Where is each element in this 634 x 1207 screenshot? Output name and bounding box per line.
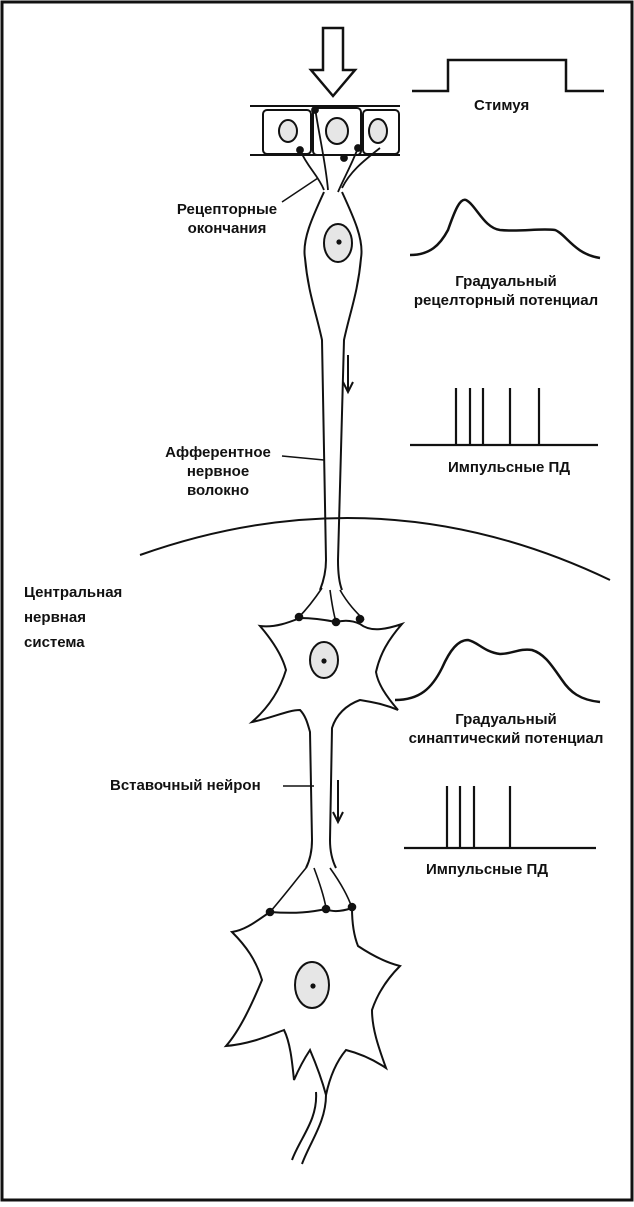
graded-receptor-line2: рецелторный потенциал — [390, 291, 622, 310]
graded-receptor-label: Градуальный рецелторный потенциал — [390, 272, 622, 310]
downward-arrow-icon-2 — [333, 780, 343, 822]
receptor-endings-line1: Рецепторные — [168, 200, 286, 219]
graded-synaptic-line2: синаптический потенциал — [386, 729, 626, 748]
receptor-cell-layer — [250, 106, 400, 155]
cns-boundary — [140, 518, 610, 580]
graded-receptor-line1: Градуальный — [390, 272, 622, 291]
cns-line2: нервная — [24, 605, 122, 630]
stimulus-arrow-icon — [311, 28, 355, 96]
afferent-neuron — [304, 192, 361, 590]
impulse-train-2 — [404, 786, 596, 848]
afferent-fiber-line3: волокно — [154, 481, 282, 500]
synapse-2 — [267, 868, 356, 916]
cns-line1: Центральная — [24, 580, 122, 605]
afferent-fiber-line2: нервное — [154, 462, 282, 481]
graded-synaptic-line1: Градуальный — [386, 710, 626, 729]
cns-label: Центральная нервная система — [24, 580, 122, 655]
graded-synaptic-waveform — [395, 640, 600, 702]
leader-lines — [282, 178, 324, 786]
afferent-fiber-line1: Афферентное — [154, 443, 282, 462]
interneuron — [252, 618, 402, 868]
stimulus-waveform — [412, 60, 604, 91]
output-neuron — [226, 908, 400, 1164]
receptor-endings-label: Рецепторные окончания — [168, 200, 286, 238]
cns-line3: система — [24, 630, 122, 655]
afferent-fiber-label: Афферентное нервное волокно — [154, 443, 282, 500]
impulses-1-label: Импульсные ПД — [448, 458, 570, 477]
impulse-train-1 — [410, 388, 598, 445]
stimulus-label: Стимуя — [474, 96, 529, 115]
graded-receptor-waveform — [410, 200, 600, 258]
downward-arrow-icon — [343, 355, 353, 392]
interneuron-label: Вставочный нейрон — [110, 776, 261, 795]
impulses-2-label: Импульсные ПД — [426, 860, 548, 879]
graded-synaptic-label: Градуальный синаптический потенциал — [386, 710, 626, 748]
receptor-endings-line2: окончания — [168, 219, 286, 238]
